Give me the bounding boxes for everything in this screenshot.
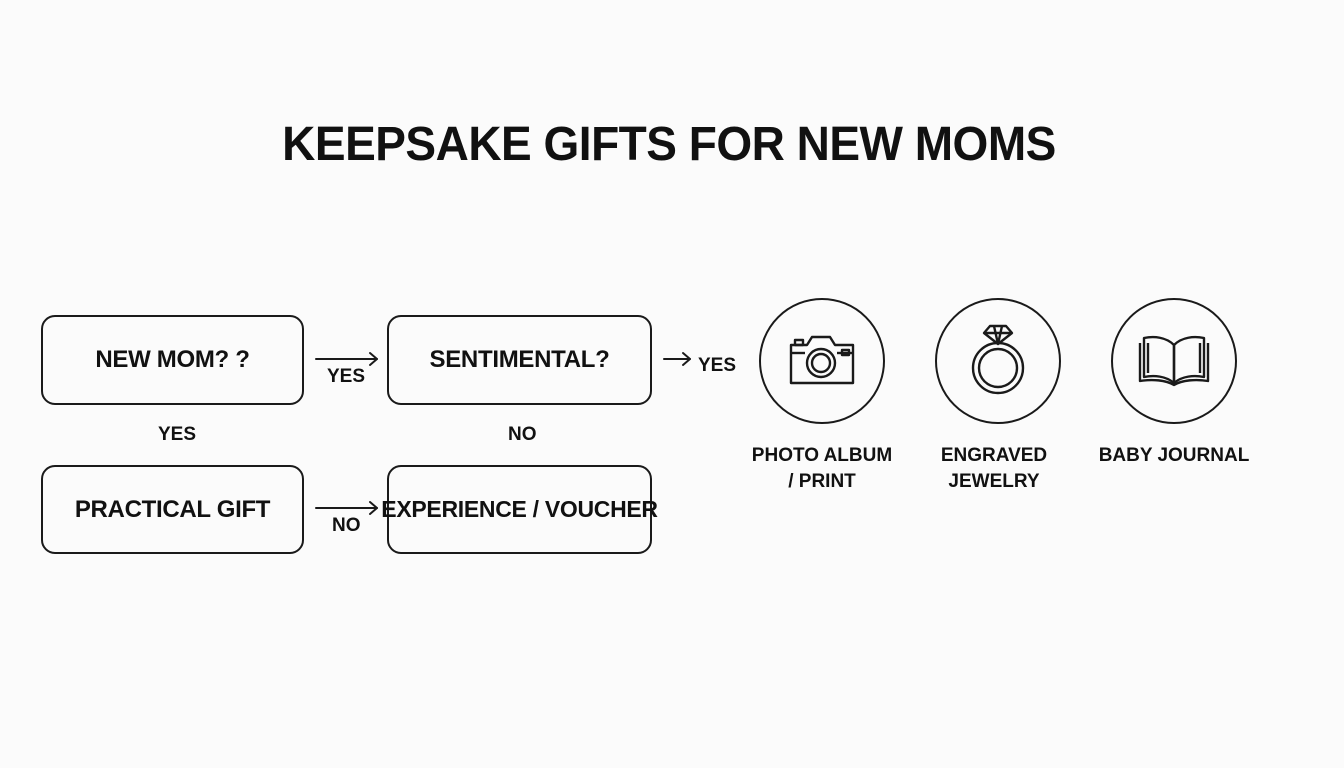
ring-icon [966, 322, 1030, 401]
arrow-sentimental-to-options [663, 352, 691, 366]
edge-label-no-2: NO [332, 515, 361, 536]
option-photo-album [759, 298, 885, 424]
option-photo-album-line1: PHOTO ALBUM [751, 445, 893, 466]
node-experience-voucher: EXPERIENCE / VOUCHER [381, 465, 658, 554]
option-engraved-jewelry-line1: ENGRAVED [940, 445, 1048, 466]
node-experience-voucher-label: EXPERIENCE / VOUCHER [381, 496, 658, 522]
camera-icon [787, 331, 857, 392]
edge-label-yes-2: YES [698, 355, 737, 376]
node-practical-gift-label: PRACTICAL GIFT [74, 495, 271, 523]
node-sentimental: SENTIMENTAL? [387, 315, 652, 405]
arrow-practical-to-experience [315, 501, 378, 515]
option-baby-journal [1111, 298, 1237, 424]
node-new-mom: NEW MOM? ? [41, 315, 304, 405]
node-new-mom-label: NEW MOM? ? [95, 346, 250, 373]
node-sentimental-label: SENTIMENTAL? [429, 346, 610, 373]
option-baby-journal-caption: BABY JOURNAL [1074, 443, 1274, 469]
option-engraved-jewelry-caption: ENGRAVED JEWELRY [894, 443, 1094, 495]
edge-label-yes-1: YES [327, 366, 366, 387]
edge-label-yes-3: YES [158, 424, 197, 445]
diagram-title: KEEPSAKE GIFTS FOR NEW MOMS [282, 115, 1056, 171]
edge-label-no-1: NO [508, 424, 537, 445]
option-photo-album-line2: / PRINT [788, 471, 856, 492]
node-practical-gift: PRACTICAL GIFT [41, 465, 304, 554]
book-icon [1136, 331, 1212, 392]
option-engraved-jewelry-line2: JEWELRY [948, 471, 1040, 492]
option-photo-album-caption: PHOTO ALBUM / PRINT [722, 443, 922, 495]
option-engraved-jewelry [935, 298, 1061, 424]
option-baby-journal-line1: BABY JOURNAL [1098, 445, 1250, 466]
arrow-new-mom-to-sentimental [315, 352, 378, 366]
